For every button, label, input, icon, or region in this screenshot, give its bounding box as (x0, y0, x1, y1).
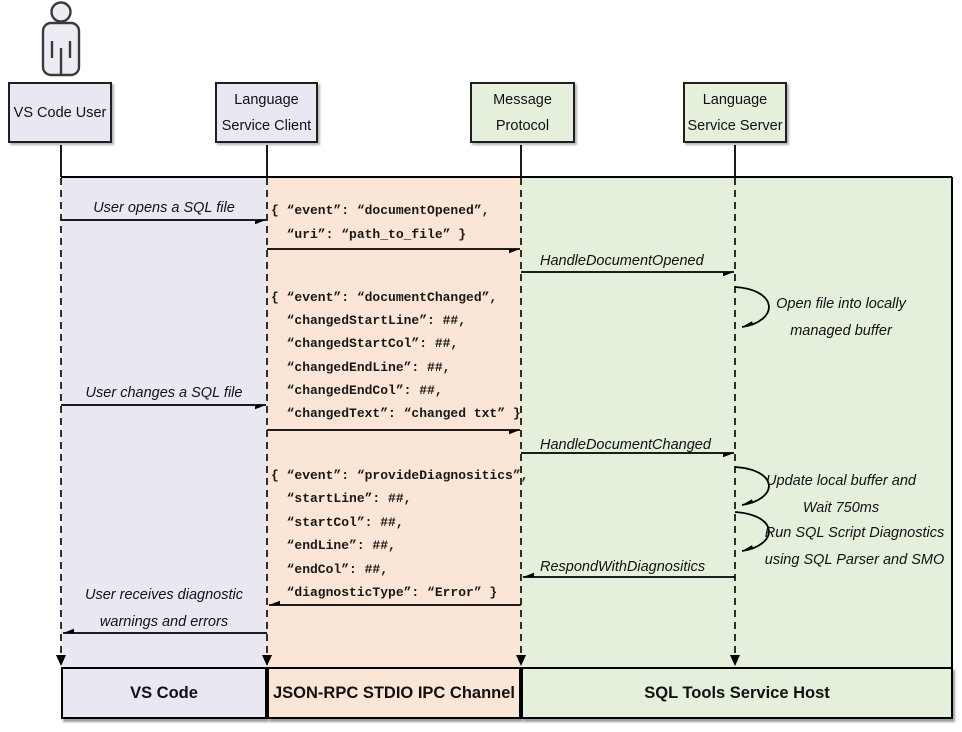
actor-label: Service Client (221, 117, 312, 134)
payload-line: “changedStartCol”: ##, (271, 336, 459, 352)
lane-box-vs-code: VS Code (61, 667, 267, 719)
lane-label: SQL Tools Service Host (644, 683, 830, 702)
label-handle-document-opened: HandleDocumentOpened (540, 253, 704, 269)
actor-label: Language (702, 91, 768, 108)
lane-box-json-rpc-stdio-ipc-channel: JSON-RPC STDIO IPC Channel (267, 667, 521, 719)
lane-label: JSON-RPC STDIO IPC Channel (272, 683, 516, 702)
payload-line: { “event”: “provideDiagnositics”, (271, 468, 529, 483)
actor-box-language-service-server: Language Service Server (683, 82, 787, 143)
actor-box-message-protocol: Message Protocol (470, 82, 575, 143)
note-run-diagnostics: Run SQL Script Diagnostics using SQL Par… (757, 520, 952, 573)
note-line: Run SQL Script Diagnostics (764, 525, 945, 541)
payload-line: { “event”: “documentOpened”, (271, 203, 490, 218)
actor-label: Message (493, 91, 552, 108)
note-open-file-buffer: Open file into locally managed buffer (752, 291, 930, 344)
actor-box-language-service-client: Language Service Client (215, 82, 318, 143)
payload-line: “changedEndLine”: ##, (271, 359, 451, 375)
lane-box-sql-tools-service-host: SQL Tools Service Host (521, 667, 953, 719)
label-user-receives-diagnostics: User receives diagnostic warnings and er… (61, 582, 267, 636)
payload-line: “diagnosticType”: “Error” } (271, 585, 498, 601)
note-line: using SQL Parser and SMO (764, 551, 945, 568)
lane-service-host-background (521, 176, 953, 667)
payload-line: “changedText”: “changed txt” } (271, 406, 521, 422)
lane-vscode-background (61, 176, 267, 667)
label-line: User receives diagnostic (85, 587, 243, 603)
json-payload-document-opened: { “event”: “documentOpened”, “uri”: “pat… (271, 199, 489, 247)
payload-line: “startLine”: ##, (271, 491, 412, 507)
payload-line: “endLine”: ##, (271, 538, 396, 554)
payload-line: “changedEndCol”: ##, (271, 382, 443, 398)
actor-box-vs-code-user: VS Code User (8, 82, 112, 143)
note-line: Update local buffer and (766, 473, 916, 489)
actor-label: VS Code User (13, 104, 107, 121)
label-user-changes-sql-file: User changes a SQL file (85, 385, 243, 401)
note-line: Open file into locally (776, 296, 906, 312)
payload-line: “startCol”: ##, (271, 514, 404, 530)
json-payload-document-changed: { “event”: “documentChanged”, “changedSt… (271, 286, 521, 425)
actor-label: Protocol (495, 117, 550, 134)
user-actor-icon (41, 1, 81, 77)
lane-ipc-channel-background (267, 176, 521, 667)
actor-label: Service Server (687, 117, 783, 134)
payload-line: “endCol”: ##, (271, 561, 389, 577)
actor-label: Language (234, 91, 299, 108)
label-handle-document-changed: HandleDocumentChanged (540, 437, 711, 453)
payload-line: { “event”: “documentChanged”, (271, 290, 498, 305)
lifeline-top-connectors (60, 145, 736, 177)
json-payload-provide-diagnositics: { “event”: “provideDiagnositics”, “start… (271, 464, 528, 604)
label-user-opens-sql-file: User opens a SQL file (93, 200, 235, 216)
label-respond-with-diagnositics: RespondWithDiagnositics (540, 559, 706, 575)
lane-label: VS Code (130, 683, 198, 702)
label-line: warnings and errors (99, 614, 229, 630)
payload-line: “changedStartLine”: ##, (271, 313, 467, 329)
note-line: Wait 750ms (802, 499, 880, 516)
payload-line: “uri”: “path_to_file” } (271, 227, 467, 242)
note-line: managed buffer (790, 322, 892, 339)
note-update-buffer-wait: Update local buffer and Wait 750ms (752, 468, 930, 521)
